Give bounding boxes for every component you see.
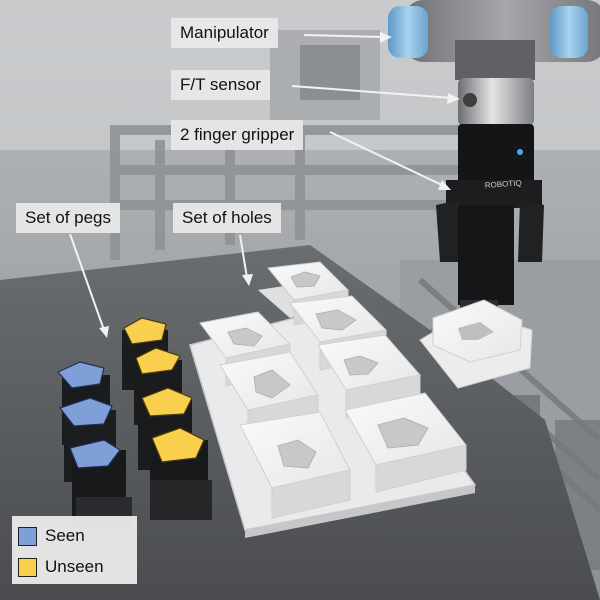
seen-swatch: [18, 526, 37, 546]
target-block: [419, 299, 533, 389]
legend-label-seen: Seen: [45, 526, 85, 545]
hole-cutouts: [227, 271, 429, 469]
robot-arm: [388, 0, 600, 330]
ft-sensor-body: [458, 78, 534, 126]
holes-label: Set of holes: [173, 203, 281, 233]
unseen-pegs: [122, 317, 212, 520]
pegs-label: Set of pegs: [16, 203, 121, 233]
legend-label-unseen: Unseen: [45, 557, 104, 576]
manipulator-label: Manipulator: [171, 18, 278, 48]
legend-item-unseen: Unseen: [18, 554, 104, 580]
ft-sensor-label: F/T sensor: [171, 70, 270, 100]
gripper-body: [458, 124, 534, 184]
seen-pegs: [57, 361, 132, 527]
legend: Seen Unseen: [12, 516, 137, 584]
gripper-brand: ROBOTIQ: [485, 178, 522, 190]
annotation-arrows: [69, 32, 460, 338]
unseen-swatch: [18, 557, 37, 577]
gripper-label: 2 finger gripper: [171, 120, 304, 150]
legend-item-seen: Seen: [18, 523, 85, 549]
